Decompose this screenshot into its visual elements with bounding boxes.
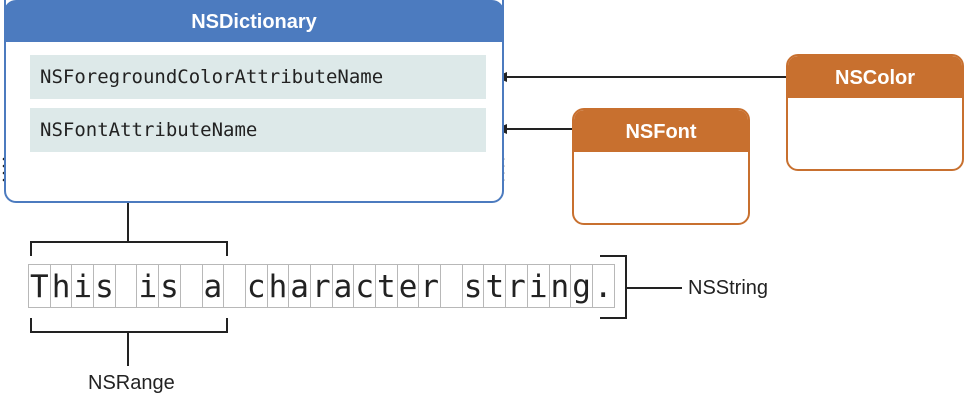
character-cell: a [331, 264, 355, 308]
character-cell: i [136, 264, 160, 308]
range-bracket-top [30, 241, 228, 256]
nsrange-label: NSRange [88, 372, 175, 394]
character-cell: c [244, 264, 268, 308]
character-cell: s [158, 264, 181, 308]
character-cell: g [570, 264, 593, 308]
character-cell: T [28, 264, 51, 308]
nscolor-title: NSColor [788, 56, 962, 98]
character-cell: i [526, 264, 550, 308]
character-cell: e [396, 264, 420, 308]
character-cell: c [353, 264, 376, 308]
nsdictionary-title: NSDictionary [4, 0, 504, 42]
character-cell: r [418, 264, 442, 308]
nscolor-box: NSColor [786, 54, 964, 171]
character-cell: a [201, 264, 225, 308]
character-cell [114, 264, 138, 308]
character-cell: r [309, 264, 333, 308]
character-cell: i [71, 264, 95, 308]
nsdictionary-box: NSDictionary NSForegroundColorAttributeN… [4, 0, 504, 203]
dictionary-key-foreground-color: NSForegroundColorAttributeName [30, 55, 486, 99]
character-cell: n [548, 264, 572, 308]
character-cell [223, 264, 246, 308]
character-cell: t [483, 264, 507, 308]
character-cell: . [591, 264, 615, 308]
character-cell: t [375, 264, 398, 308]
character-cell [179, 264, 203, 308]
character-cell: h [49, 264, 73, 308]
character-cell: r [505, 264, 528, 308]
character-cell: s [93, 264, 116, 308]
dictionary-key-font: NSFontAttributeName [30, 108, 486, 152]
character-cell [440, 264, 463, 308]
character-cell: h [266, 264, 290, 308]
range-bracket-bottom [30, 318, 228, 333]
nsfont-title: NSFont [574, 110, 748, 152]
character-cell: s [461, 264, 485, 308]
nsstring-label: NSString [688, 277, 769, 299]
nsfont-box: NSFont [572, 108, 750, 225]
character-cell: a [288, 264, 311, 308]
